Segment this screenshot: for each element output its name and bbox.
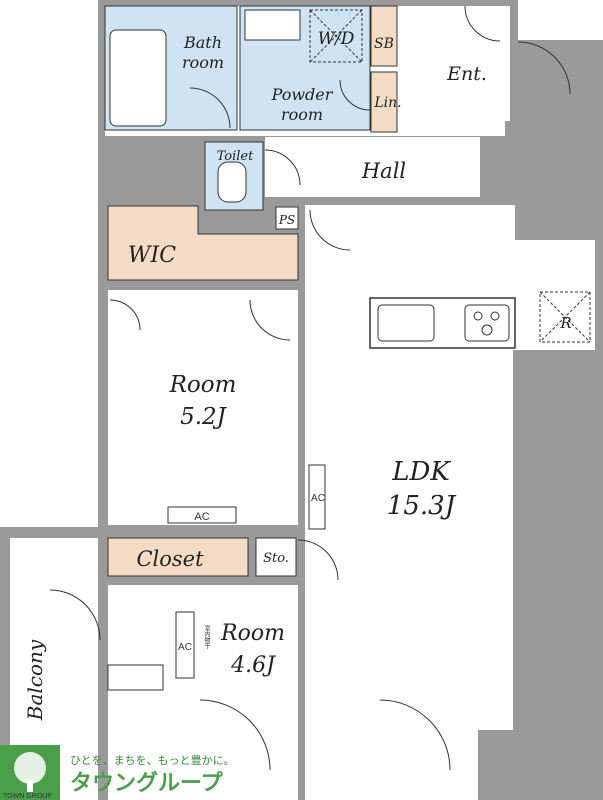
door-room1-closet	[109, 299, 141, 331]
bath-label-2: room	[182, 53, 224, 72]
washer-space	[309, 9, 363, 63]
storage-areas	[107, 5, 398, 577]
wall-east-lower	[513, 350, 603, 800]
linen-storage	[370, 71, 398, 133]
fridge-label: R	[559, 314, 571, 332]
ac-unit-room2	[175, 611, 195, 679]
kitchen	[369, 291, 591, 349]
ps-label: PS	[278, 213, 295, 227]
indoor-dry-label: 室内物干	[203, 624, 210, 650]
sto-label: Sto.	[263, 551, 289, 566]
room1-size: 5.2J	[180, 404, 228, 430]
door-balcony	[49, 589, 101, 641]
door-entrance	[517, 41, 571, 95]
washer-diag-2	[309, 9, 363, 63]
wash-basin	[244, 9, 301, 41]
ac-unit-room1	[167, 506, 237, 524]
room2-size: 4.6J	[230, 653, 276, 678]
burner-2	[490, 311, 500, 321]
doors	[49, 5, 571, 771]
wic-label: WIC	[128, 243, 176, 268]
brand-sub: TOWN GROUP	[3, 793, 52, 800]
entrance-label: Ent.	[446, 63, 487, 85]
door-room2-window	[199, 699, 271, 771]
door-ldk-entry	[309, 209, 351, 251]
linen-label: Lin.	[373, 95, 401, 111]
ac2-label: AC	[311, 493, 325, 504]
door-sto	[297, 539, 339, 581]
brand-tree-crown	[14, 752, 46, 784]
ldk-name: LDK	[391, 457, 451, 487]
kitchen-sink	[377, 304, 435, 342]
door-room1	[249, 299, 291, 341]
door-entrance-inner	[464, 5, 501, 42]
powder-label-1: Powder	[271, 85, 334, 104]
balcony-label: Balcony	[23, 639, 47, 721]
wall-corner	[478, 730, 518, 800]
closet-label: Closet	[136, 547, 204, 571]
wet-areas	[104, 5, 371, 211]
burner-3	[481, 324, 493, 336]
sb-label: SB	[374, 36, 394, 52]
toilet-bowl	[217, 161, 247, 203]
interior-hall	[265, 137, 480, 197]
kitchen-stove	[464, 304, 510, 342]
powder-label-2: room	[281, 105, 323, 124]
bathtub	[109, 29, 167, 127]
ac-unit-ldk	[308, 464, 326, 530]
sb-storage	[370, 5, 398, 67]
fridge-space	[539, 291, 591, 343]
brand-tree-trunk	[27, 780, 33, 792]
toilet-label: Toilet	[217, 149, 254, 164]
door-bath	[189, 87, 231, 129]
interior-kitchen	[510, 240, 595, 350]
door-linen	[339, 79, 371, 111]
door-ldk-window	[379, 699, 451, 771]
room1-name: Room	[169, 372, 237, 398]
brand-name: タウングループ	[70, 770, 224, 796]
room2-name: Room	[220, 621, 285, 646]
interior-entrance	[400, 6, 510, 121]
wic-storage	[107, 205, 299, 281]
brand-tagline: ひとを、まちを、もっと豊かに。	[70, 754, 235, 767]
ac3-label: AC	[178, 642, 192, 653]
hall-label: Hall	[361, 159, 406, 183]
bath-label-1: Bath	[183, 33, 222, 52]
room2-shelf	[107, 664, 164, 691]
brand-logo: ひとを、まちを、もっと豊かに。 タウングループ TOWN GROUP	[0, 745, 235, 800]
ldk-size: 15.3J	[387, 491, 457, 521]
burner-1	[473, 311, 483, 321]
ps-shaft	[275, 206, 299, 230]
ac1-label: AC	[194, 511, 209, 523]
door-hall	[264, 149, 301, 186]
closet-storage	[107, 537, 249, 577]
wd-label: W/D	[318, 29, 355, 49]
sto-storage	[255, 537, 297, 577]
interior-room2	[108, 585, 298, 800]
fridge-diag-2	[539, 291, 591, 343]
